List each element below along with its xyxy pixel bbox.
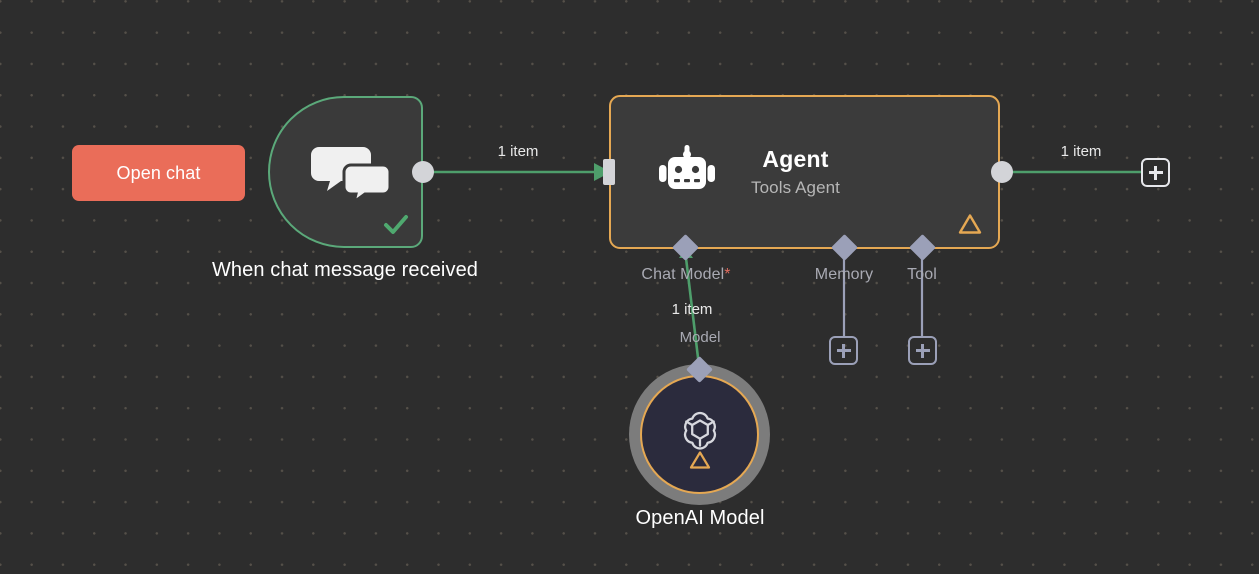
sub-input-label-memory: Memory	[814, 266, 874, 283]
sub-input-label-chat-model-text: Chat Model	[641, 266, 725, 283]
trigger-output-port[interactable]	[412, 161, 434, 183]
node-label-chat-trigger: When chat message received	[211, 259, 479, 281]
edge-label-model-to-agent: 1 item	[671, 301, 713, 318]
agent-output-port[interactable]	[991, 161, 1013, 183]
required-asterisk: *	[724, 266, 731, 283]
node-openai-model[interactable]	[629, 364, 770, 505]
node-label-openai-model: OpenAI Model	[635, 507, 765, 529]
agent-input-port[interactable]	[603, 159, 615, 185]
open-chat-button[interactable]: Open chat	[72, 145, 245, 201]
warning-triangle-icon-openai[interactable]	[689, 450, 711, 470]
node-agent[interactable]: Agent Tools Agent	[609, 95, 1000, 249]
robot-icon	[659, 145, 715, 195]
sub-input-label-chat-model: Chat Model*	[586, 266, 786, 284]
plus-v-bar	[921, 343, 924, 358]
openai-logo-icon	[674, 405, 726, 457]
plus-button-tool[interactable]	[908, 336, 937, 365]
agent-subtitle: Tools Agent	[751, 178, 840, 197]
sub-input-label-tool: Tool	[907, 266, 937, 283]
node-when-chat-message-received[interactable]	[268, 96, 423, 248]
plus-button-main-output[interactable]	[1141, 158, 1170, 187]
edge-type-label-model: Model	[679, 329, 721, 346]
chat-bubbles-icon	[310, 141, 393, 206]
edge-label-trigger-to-agent: 1 item	[497, 143, 539, 160]
edge-label-agent-to-output: 1 item	[1060, 143, 1102, 160]
plus-v-bar	[1154, 165, 1157, 180]
plus-v-bar	[842, 343, 845, 358]
warning-triangle-icon[interactable]	[958, 213, 982, 235]
agent-title: Agent	[762, 146, 829, 172]
success-check-icon	[383, 212, 409, 238]
plus-button-memory[interactable]	[829, 336, 858, 365]
